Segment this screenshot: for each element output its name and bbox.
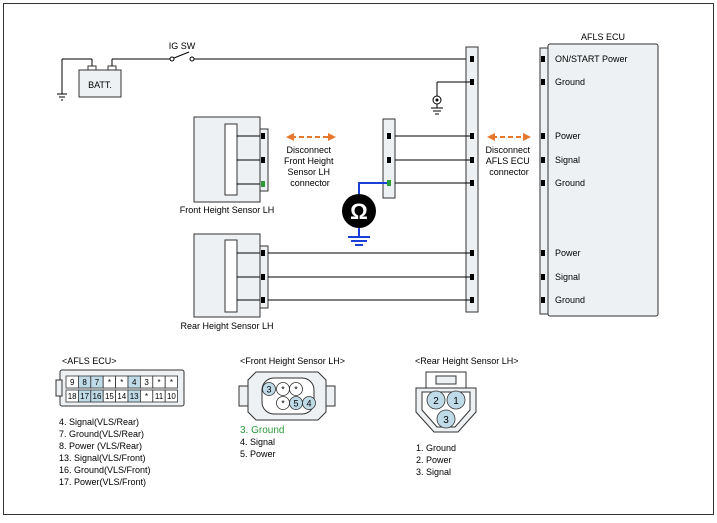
- rear-sensor-connector-face: <Rear Height Sensor LH> 2 13 1. Ground 2.…: [415, 356, 519, 477]
- afls-legend-item: 8. Power (VLS/Rear): [59, 441, 142, 451]
- afls-pin-label: *: [145, 392, 148, 401]
- afls-pin-cell: [164, 375, 178, 389]
- front-height-sensor: Front Height Sensor LH: [180, 116, 275, 215]
- front-harness-connector: [382, 118, 470, 199]
- afls-pin-label: 8: [82, 378, 87, 387]
- afls-pin-cell: [164, 389, 178, 403]
- afls-pin-label: 4: [132, 378, 137, 387]
- rear-legend-item: 1. Ground: [416, 443, 456, 453]
- rear-pin: [436, 409, 456, 429]
- front-pin-label: *: [281, 385, 285, 395]
- front-legend-item: 4. Signal: [240, 437, 275, 447]
- afls-legend-item: 16. Ground(VLS/Front): [59, 465, 151, 475]
- afls-legend-item: 4. Signal(VLS/Rear): [59, 417, 139, 427]
- ohmmeter-lead-top: [358, 182, 387, 195]
- afls-connector-title: <AFLS ECU>: [62, 356, 117, 366]
- front-disconnect-arrow: [286, 133, 336, 141]
- battery-circuit: BATT. IG SW: [57, 41, 471, 101]
- afls-pin-label: 11: [155, 392, 164, 401]
- rear-connector-title: <Rear Height Sensor LH>: [415, 356, 519, 366]
- afls-pin-label: 3: [144, 378, 149, 387]
- afls-pin-label: 18: [68, 392, 77, 401]
- rear-sensor-label: Rear Height Sensor LH: [180, 321, 273, 331]
- afls-pin-label: 10: [167, 392, 176, 401]
- afls-legend-item: 7. Ground(VLS/Rear): [59, 429, 144, 439]
- ig-sw-label: IG SW: [169, 41, 196, 51]
- ecu-disconnect-arrow: [487, 133, 531, 141]
- afls-pin-label: *: [108, 378, 111, 387]
- rear-legend-item: 2. Power: [416, 455, 452, 465]
- afls-pin-label: 16: [93, 392, 102, 401]
- afls-pin-label: 15: [105, 392, 114, 401]
- front-legend-ground: 3. Ground: [240, 425, 284, 436]
- ecu-pin-label: Ground: [555, 295, 585, 305]
- afls-ecu: AFLS ECU ON/START Power Ground Power Sig…: [539, 32, 659, 317]
- svg-text:ON/START Power Ground: ON/START Power Ground Power Signal Groun…: [555, 54, 630, 305]
- front-connector-title: <Front Height Sensor LH>: [240, 356, 345, 366]
- ohm-symbol: Ω: [350, 199, 368, 224]
- battery-label: BATT.: [88, 80, 112, 90]
- rear-pin: [426, 390, 446, 410]
- ecu-pin-label: Power: [555, 248, 581, 258]
- ecu-pin-label: Signal: [555, 272, 580, 282]
- battery-box: [78, 69, 122, 98]
- rear-pin-label: 1: [453, 396, 459, 407]
- junction-pins: [470, 56, 474, 303]
- afls-pin-label: 9: [70, 378, 75, 387]
- afls-pin-label: 7: [95, 378, 100, 387]
- front-pin-label: 3: [266, 385, 271, 395]
- rear-pin-label: 2: [433, 396, 439, 407]
- front-pin: [302, 396, 316, 410]
- afls-legend-item: 17. Power(VLS/Front): [59, 477, 146, 487]
- front-pin-label: 5: [293, 399, 298, 409]
- front-disconnect-text: Disconnect Front Height Sensor LH connec…: [284, 145, 336, 188]
- ohmmeter: Ω: [342, 182, 387, 246]
- ecu-disconnect-text: Disconnect AFLS ECU connector: [485, 145, 532, 177]
- ohmmeter-body: [342, 194, 376, 228]
- ecu-pin-label: Ground: [555, 178, 585, 188]
- front-sensor-label: Front Height Sensor LH: [180, 205, 275, 215]
- ecu-pin-label: ON/START Power: [555, 54, 628, 64]
- outer-frame: [3, 3, 714, 515]
- front-pin-label: 4: [306, 399, 311, 409]
- afls-pin-label: *: [157, 378, 160, 387]
- ecu-pin-label: Ground: [555, 77, 585, 87]
- front-pin-label: *: [294, 385, 298, 395]
- rear-height-sensor: Rear Height Sensor LH: [180, 233, 470, 331]
- front-legend-item: 5. Power: [240, 449, 276, 459]
- afls-pin-label: 14: [117, 392, 126, 401]
- svg-text:4. Signal 5. Power: 4. Signal 5. Power: [240, 437, 278, 459]
- afls-legend-item: 13. Signal(VLS/Front): [59, 453, 146, 463]
- afls-pin-label: *: [120, 378, 123, 387]
- front-pin-label: *: [281, 399, 285, 409]
- rear-legend-item: 3. Signal: [416, 467, 451, 477]
- ecu-title: AFLS ECU: [581, 32, 625, 42]
- junction-connector: [465, 46, 479, 313]
- afls-pin-label: *: [170, 378, 173, 387]
- svg-text:4. Signal(VLS/Rear) 7. G: 4. Signal(VLS/Rear) 7. Ground(VLS/Rear) …: [59, 417, 153, 487]
- rear-pin: [446, 390, 466, 410]
- front-pin: [289, 382, 303, 396]
- rear-pin-label: 3: [443, 415, 449, 426]
- ig-switch-contact: [169, 56, 175, 62]
- afls-pin-label: 17: [80, 392, 89, 401]
- svg-text:1. Ground 2. Power: 1. Ground 2. Power 3. Signal: [416, 443, 459, 477]
- ecu-pin-label: Signal: [555, 155, 580, 165]
- front-pin: [262, 382, 276, 396]
- junction-ground: [431, 81, 470, 115]
- ecu-pin-label: Power: [555, 131, 581, 141]
- afls-pin-label: 13: [130, 392, 139, 401]
- ig-switch-blade: [173, 51, 190, 59]
